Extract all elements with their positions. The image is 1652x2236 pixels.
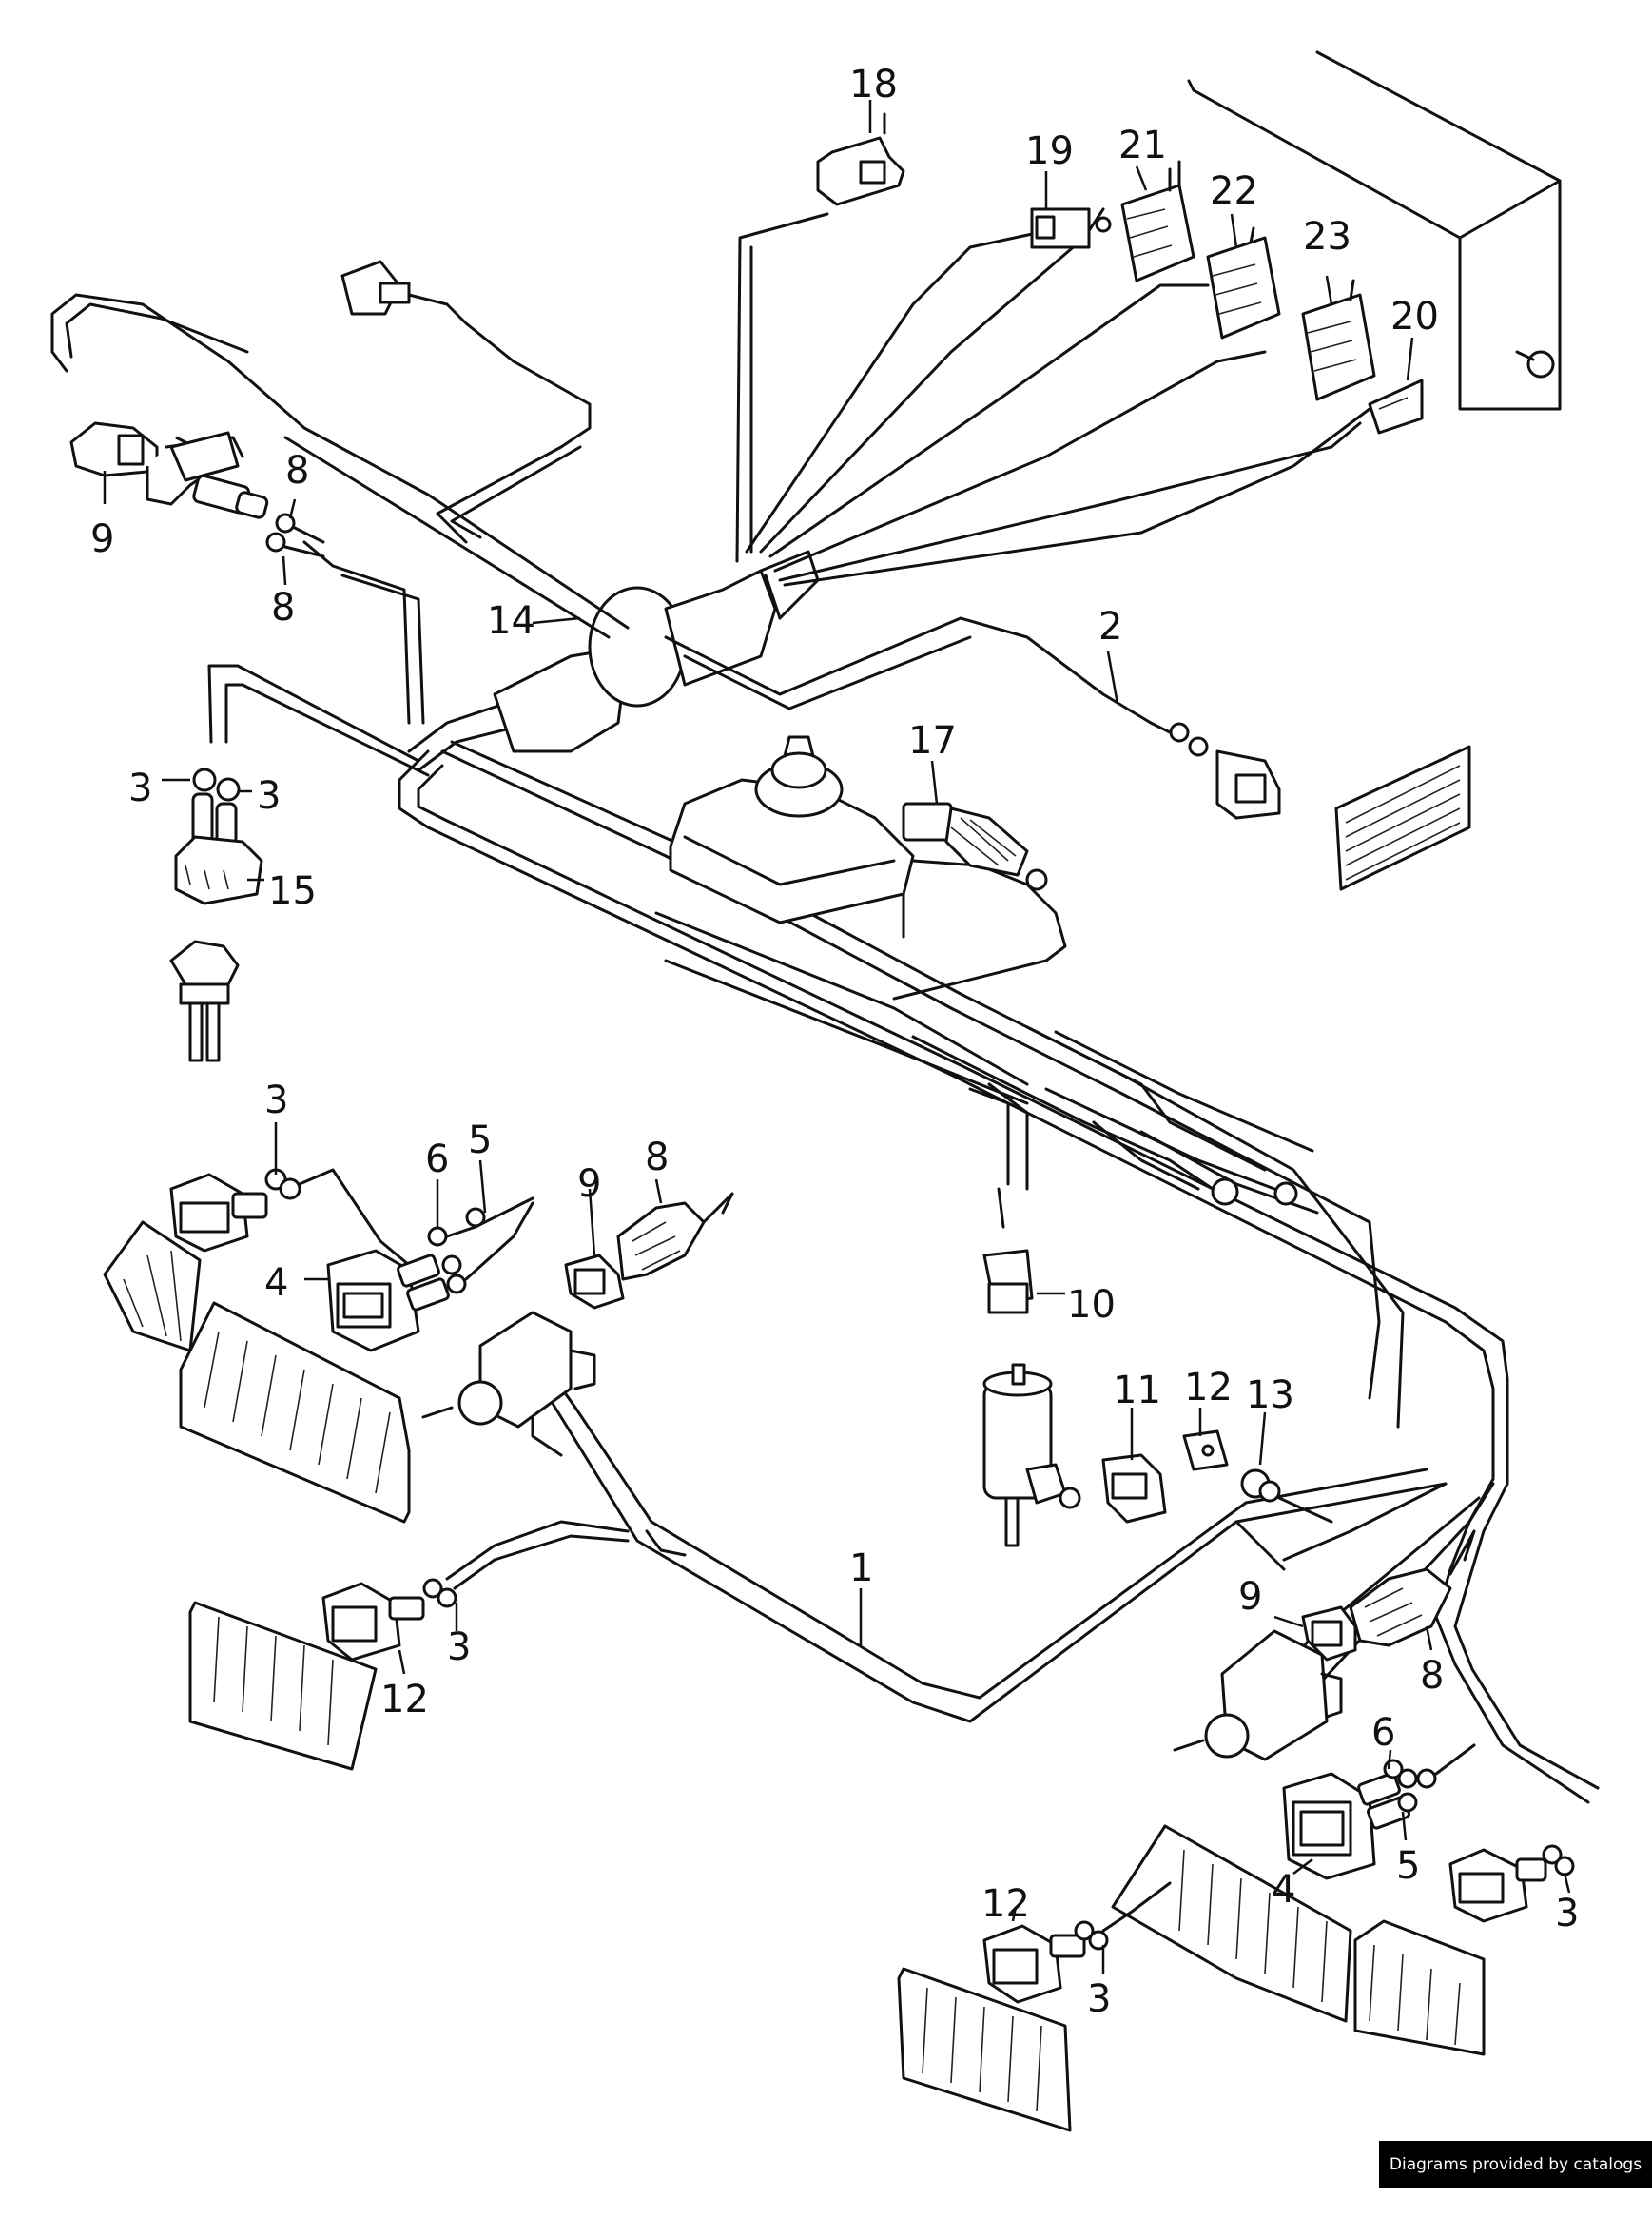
- label-3-switch-left: 3: [128, 767, 152, 810]
- label-6-left: 6: [425, 1137, 449, 1181]
- connector-2: [1150, 721, 1281, 820]
- label-14: 14: [487, 599, 535, 643]
- lamp-connector-3-left: [169, 1168, 411, 1267]
- left-lamp-lens-upper: [103, 1220, 411, 1524]
- connector-18: [816, 112, 905, 206]
- label-8-upper-b: 8: [271, 586, 295, 630]
- front-grille: [1334, 745, 1471, 891]
- label-10: 10: [1067, 1283, 1116, 1327]
- label-9-right: 9: [1238, 1575, 1262, 1619]
- connector-9-upper: [69, 421, 244, 506]
- connector-22: [1206, 226, 1281, 340]
- label-8-left: 8: [645, 1136, 669, 1179]
- wiring-harness-diagram: 18 19 21 22 23 20 9 8 8 14 2 17 3 3 15 3…: [50, 50, 1600, 2132]
- label-4-right: 4: [1272, 1868, 1295, 1912]
- grommet-14: [407, 550, 820, 772]
- connector-8-upper: [192, 474, 325, 558]
- right-lamp-lens: [1111, 1824, 1486, 2056]
- lamp-connector-4-right: [1282, 1743, 1476, 1880]
- connector-9-8-right: [1301, 1529, 1476, 1662]
- label-3-switch-right: 3: [257, 774, 281, 818]
- label-8-right: 8: [1420, 1654, 1444, 1698]
- label-3-lower-right: 3: [1087, 1977, 1111, 2021]
- connector-23: [1301, 279, 1376, 401]
- switch-connector-15: [174, 768, 263, 905]
- label-3-lower-left: 3: [447, 1625, 471, 1669]
- label-15: 15: [268, 869, 317, 913]
- lamp-connector-3-right: [1448, 1844, 1575, 1923]
- left-lamp-lens-lower: [188, 1601, 378, 1771]
- label-9-left: 9: [577, 1162, 601, 1206]
- label-22: 22: [1210, 169, 1258, 213]
- label-18: 18: [849, 63, 898, 107]
- sensor-connector-17: [902, 802, 1048, 891]
- label-23: 23: [1303, 215, 1351, 259]
- label-3-right: 3: [1555, 1892, 1579, 1935]
- label-6-right: 6: [1371, 1711, 1395, 1755]
- bulb-13: [1240, 1468, 1333, 1524]
- callout-labels: 18 19 21 22 23 20 9 8 8 14 2 17 3 3 15 3…: [90, 63, 1579, 2021]
- footer-credit: Diagrams provided by catalogs parts: [1379, 2141, 1652, 2222]
- fog-lamp-left: [421, 1311, 596, 1457]
- ground-wires: [911, 1035, 1298, 1206]
- label-3-left-lamp: 3: [264, 1079, 288, 1122]
- connector-11: [1101, 1453, 1167, 1524]
- connector-12-mid: [1182, 1429, 1229, 1471]
- label-4-left: 4: [264, 1261, 288, 1305]
- control-unit-housing: [1187, 50, 1562, 411]
- lamp-connector-12-left: [321, 1558, 496, 1662]
- washer-pump: [982, 1363, 1081, 1547]
- connector-21: [1120, 160, 1195, 282]
- label-5-right: 5: [1396, 1844, 1420, 1888]
- connector-20: [1368, 379, 1424, 435]
- label-5-left: 5: [468, 1118, 492, 1162]
- label-1: 1: [849, 1546, 873, 1590]
- label-13: 13: [1246, 1373, 1294, 1417]
- lamp-connector-4-left: [326, 1196, 534, 1352]
- label-9-upper: 9: [90, 517, 114, 561]
- fluid-reservoir: [669, 735, 1067, 1001]
- label-20: 20: [1390, 295, 1439, 339]
- label-12-lower-left: 12: [380, 1678, 429, 1721]
- connector-9-8-left: [564, 1192, 734, 1310]
- label-11: 11: [1113, 1369, 1161, 1412]
- label-2: 2: [1098, 605, 1122, 649]
- brake-light-switch: [169, 940, 240, 1062]
- connector-10: [982, 1187, 1034, 1314]
- label-12-lower-right: 12: [981, 1882, 1030, 1926]
- connector-upper-left-small: [340, 260, 515, 363]
- lamp-connector-12-right: [982, 1881, 1172, 2004]
- connector-19: [1030, 207, 1112, 249]
- label-21: 21: [1118, 124, 1167, 167]
- label-19: 19: [1025, 129, 1074, 173]
- harness-branches-18-23: [50, 207, 1371, 777]
- label-12-mid: 12: [1184, 1366, 1233, 1410]
- label-17: 17: [908, 719, 957, 763]
- lower-lamp-lens-right: [897, 1967, 1072, 2132]
- leader-lines: [103, 100, 1571, 1974]
- label-8-upper-a: 8: [285, 449, 309, 493]
- fog-lamp-right: [1173, 1629, 1343, 1761]
